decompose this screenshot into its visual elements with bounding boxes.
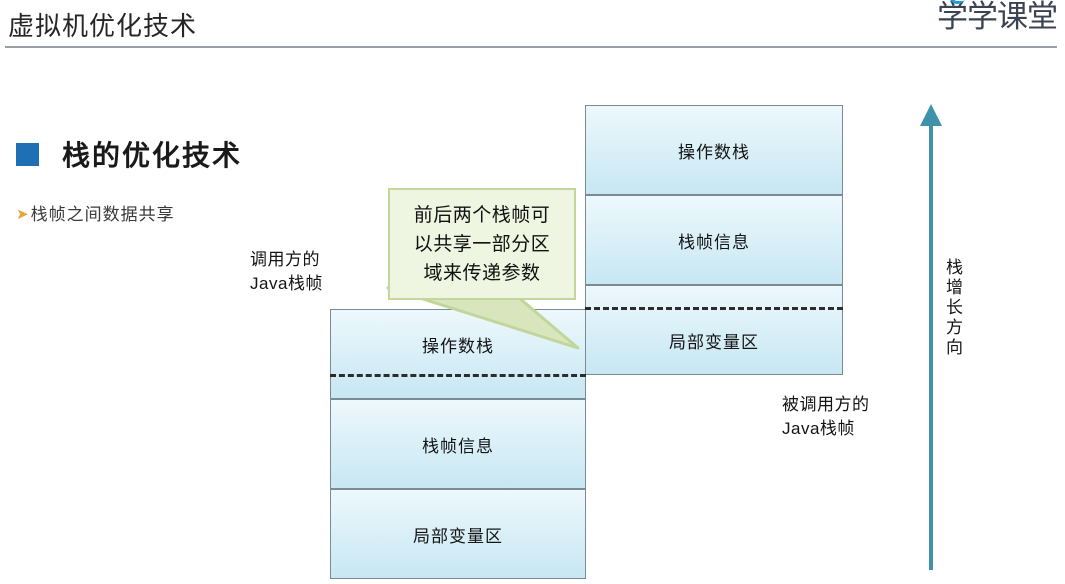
stack-segment: 局部变量区 bbox=[585, 285, 843, 375]
subpoint-item: ➤ 栈帧之间数据共享 bbox=[16, 204, 175, 226]
header-divider bbox=[5, 46, 1057, 48]
stack-segment-label: 栈帧信息 bbox=[678, 232, 750, 252]
stack-segment-label: 栈帧信息 bbox=[422, 436, 494, 456]
arrow-bullet-icon: ➤ bbox=[16, 206, 29, 223]
callee-stack-label: 被调用方的 Java栈帧 bbox=[782, 395, 870, 438]
arrow-up-icon bbox=[920, 104, 942, 570]
stack-segment-label: 局部变量区 bbox=[413, 526, 503, 546]
stack-segment-label: 操作数栈 bbox=[678, 142, 750, 162]
page-title: 虚拟机优化技术 bbox=[8, 11, 198, 41]
caller-stack-label: 调用方的 Java栈帧 bbox=[250, 250, 323, 293]
callout-box: 前后两个栈帧可 以共享一部分区 域来传递参数 bbox=[388, 188, 576, 300]
caller-stack-diagram: 操作数栈 栈帧信息 局部变量区 bbox=[330, 309, 586, 579]
square-bullet-icon bbox=[16, 142, 39, 166]
stack-segment-label: 操作数栈 bbox=[422, 336, 494, 356]
stack-segment: 操作数栈 bbox=[330, 309, 586, 399]
growth-direction-label: 栈增长方向 bbox=[943, 258, 962, 358]
callee-stack-diagram: 操作数栈 栈帧信息 局部变量区 bbox=[585, 105, 843, 375]
stack-segment: 操作数栈 bbox=[585, 105, 843, 195]
stack-segment: 局部变量区 bbox=[330, 489, 586, 579]
section-heading: 栈的优化技术 bbox=[16, 134, 242, 174]
section-heading-label: 栈的优化技术 bbox=[62, 141, 243, 172]
stack-segment-label: 局部变量区 bbox=[669, 332, 759, 352]
stack-segment: 栈帧信息 bbox=[585, 195, 843, 285]
brand-logo: 学学课堂 bbox=[927, 0, 1058, 40]
subpoint-label: 栈帧之间数据共享 bbox=[30, 205, 175, 224]
stack-segment: 栈帧信息 bbox=[330, 399, 586, 489]
shared-region-dashed-line bbox=[585, 307, 843, 310]
shared-region-dashed-line bbox=[330, 374, 586, 377]
callout-text: 前后两个栈帧可 以共享一部分区 域来传递参数 bbox=[413, 204, 551, 284]
brand-logo-text: 学学课堂 bbox=[937, 0, 1058, 34]
